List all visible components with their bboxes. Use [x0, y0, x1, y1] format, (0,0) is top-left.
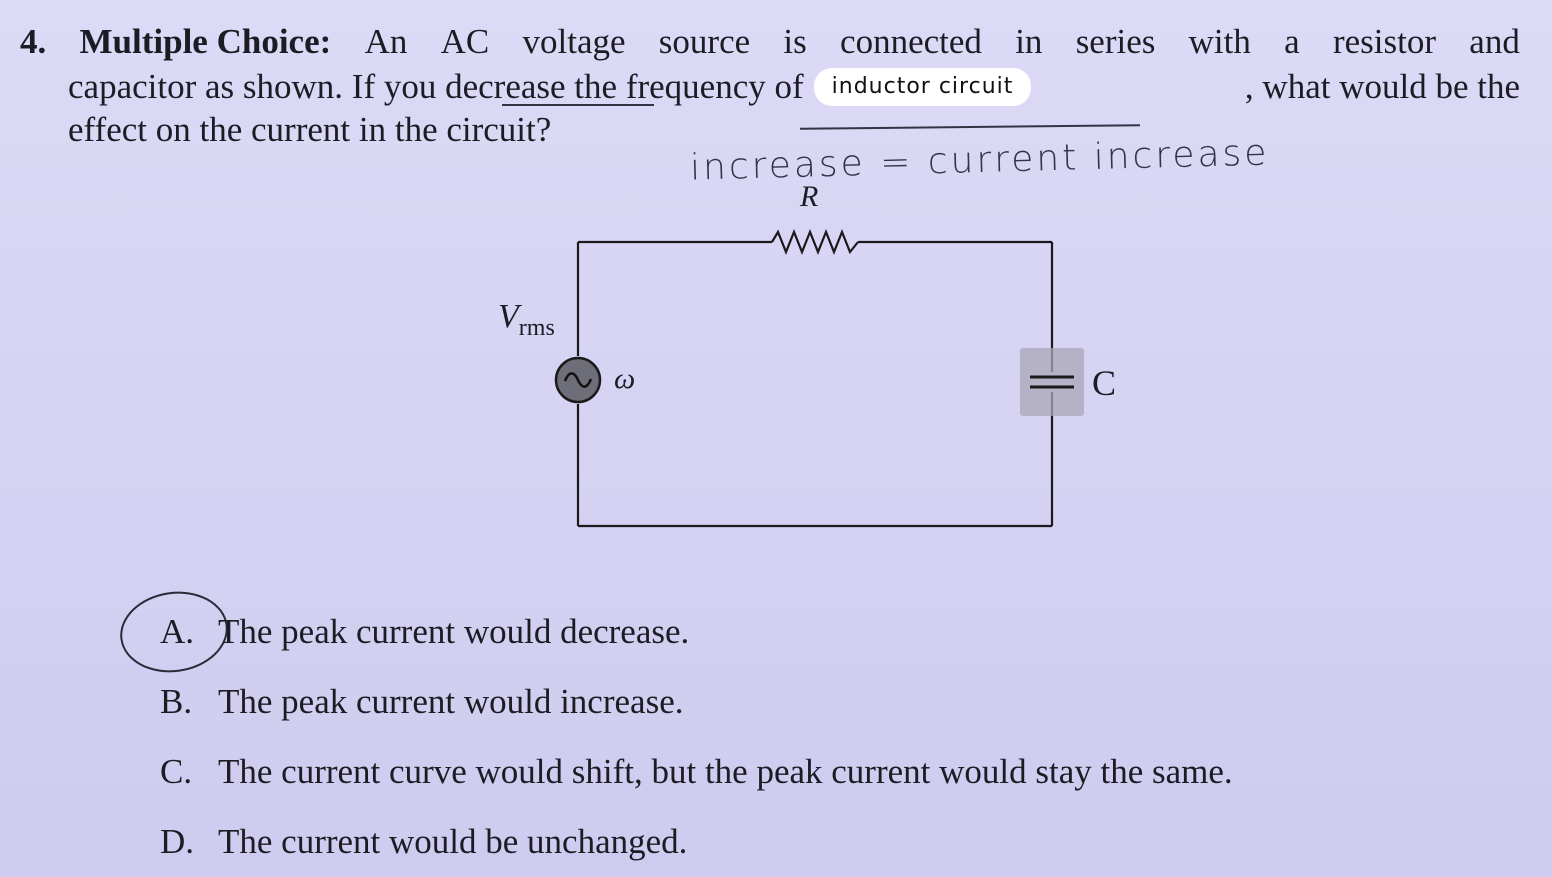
choice-letter: A.	[160, 612, 195, 651]
question-number: 4.	[20, 22, 47, 61]
word: and	[1469, 22, 1520, 61]
capacitor-label: C	[1092, 363, 1117, 403]
word: is	[783, 22, 807, 61]
word: in	[1015, 22, 1043, 61]
choice-text: The peak current would decrease.	[218, 612, 690, 651]
word: with	[1188, 22, 1251, 61]
circuit-wires	[576, 229, 1054, 528]
word: AC	[440, 22, 490, 61]
capacitor-highlight	[1020, 348, 1084, 416]
ac-sine-icon	[563, 372, 593, 388]
choice-letter: C.	[160, 752, 193, 791]
handwritten-edit-label: inductor circuit	[813, 68, 1032, 106]
word: voltage	[522, 22, 626, 61]
choice-letter: B.	[160, 682, 193, 721]
frequency-label: ω	[614, 362, 636, 395]
question-line-2-start: capacitor as shown. If you decrease the …	[68, 67, 804, 106]
question-line-1: 4. Multiple Choice: An AC voltage source…	[20, 20, 1520, 64]
choice-c[interactable]: C. The current curve would shift, but the…	[160, 752, 1233, 792]
question-line-3: effect on the current in the circuit?	[68, 110, 552, 149]
source-subscript: rms	[518, 314, 555, 341]
word: a	[1284, 22, 1300, 61]
resistor-label: R	[800, 180, 819, 213]
word: An	[364, 22, 408, 61]
question-line-2-end: , what would be the	[1244, 67, 1520, 106]
word: source	[658, 22, 751, 61]
underline-decrease	[502, 104, 654, 106]
word: resistor	[1332, 22, 1437, 61]
word: series	[1075, 22, 1156, 61]
choice-text: The current would be unchanged.	[218, 822, 688, 861]
choice-text: The current curve would shift, but the p…	[218, 752, 1233, 791]
choice-b[interactable]: B. The peak current would increase.	[160, 682, 683, 722]
word: connected	[840, 22, 982, 61]
source-voltage-label: Vrms	[498, 298, 555, 342]
question-line-2: capacitor as shown. If you decrease the …	[68, 65, 1520, 109]
choice-a[interactable]: A. The peak current would decrease.	[160, 612, 689, 652]
source-label: V	[498, 298, 519, 335]
choice-text: The peak current would increase.	[218, 682, 684, 721]
choice-d[interactable]: D. The current would be unchanged.	[160, 822, 687, 862]
question-heading: Multiple Choice:	[79, 22, 332, 61]
resistor-symbol	[771, 229, 859, 255]
choice-letter: D.	[160, 822, 195, 861]
